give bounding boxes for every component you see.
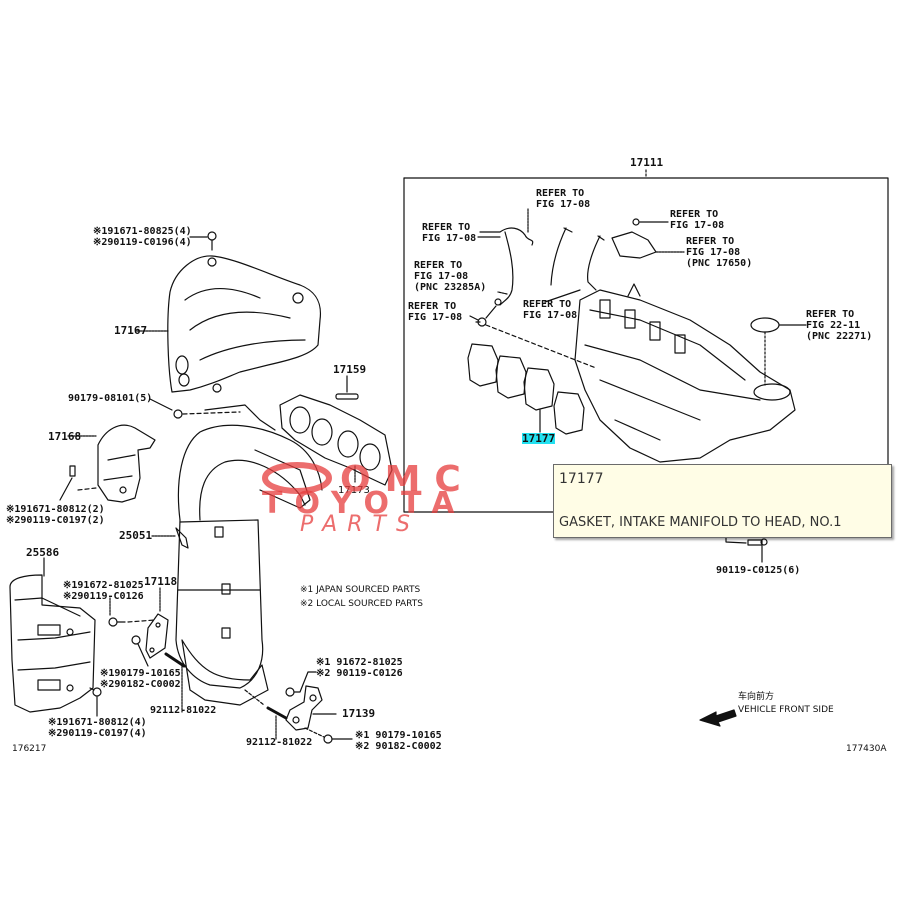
refer-label-2[interactable]: REFER TO FIG 17-08 bbox=[422, 222, 477, 244]
toyota-logo-icon bbox=[262, 462, 332, 494]
bolt-17118-icon bbox=[108, 597, 156, 627]
nut-17139-icon bbox=[304, 727, 353, 744]
bolt-label-17118[interactable]: ※191672-81025 ※290119-C0126 bbox=[63, 580, 144, 602]
stud-92112-a bbox=[164, 652, 186, 713]
vehicle-front-arrow-icon bbox=[699, 709, 737, 727]
bracket-17118 bbox=[145, 587, 169, 659]
direction-label-en: VEHICLE FRONT SIDE bbox=[738, 705, 834, 715]
part-label-17167[interactable]: 17167 bbox=[114, 324, 148, 337]
refer-label-7[interactable]: REFER TO FIG 17-08 (PNC 17650) bbox=[686, 236, 753, 269]
part-label-17173[interactable]: 17173 bbox=[338, 485, 370, 496]
stud-17159 bbox=[335, 375, 359, 400]
legend-local: ※2 LOCAL SOURCED PARTS bbox=[300, 599, 423, 609]
refer-label-4[interactable]: REFER TO FIG 17-08 bbox=[408, 301, 463, 323]
part-label-17159[interactable]: 17159 bbox=[333, 363, 367, 376]
refer-label-6[interactable]: REFER TO FIG 17-08 bbox=[670, 209, 725, 231]
watermark-line2: TOYOTA bbox=[262, 486, 467, 521]
legend-japan: ※1 JAPAN SOURCED PARTS bbox=[300, 585, 421, 595]
heat-insulator-17168 bbox=[97, 424, 156, 503]
intake-gaskets-17177 bbox=[467, 343, 585, 435]
direction-label-cn: 车向前方 bbox=[738, 692, 775, 702]
part-label-17168[interactable]: 17168 bbox=[48, 430, 82, 443]
exhaust-gasket-17173 bbox=[279, 394, 393, 486]
watermark-line3: PARTS bbox=[300, 512, 420, 537]
part-label-17118[interactable]: 17118 bbox=[144, 575, 178, 588]
refer-label-3[interactable]: REFER TO FIG 17-08 (PNC 23285A) bbox=[414, 260, 487, 293]
bolt-top-icon bbox=[189, 231, 217, 251]
part-tooltip: 17177 GASKET, INTAKE MANIFOLD TO HEAD, N… bbox=[553, 464, 892, 538]
refer-label-5[interactable]: REFER TO FIG 17-08 bbox=[523, 299, 578, 321]
nut-label-17139[interactable]: ※1 90179-10165 ※2 90182-C0002 bbox=[355, 730, 442, 752]
sensor-17650 bbox=[469, 218, 685, 321]
hoses bbox=[475, 208, 605, 369]
nut-label-17118[interactable]: ※190179-10165 ※290182-C0002 bbox=[100, 668, 181, 690]
bolt-25586-icon bbox=[89, 687, 102, 717]
part-label-90119-c0125[interactable]: 90119-C0125(6) bbox=[716, 565, 801, 576]
bolt-17139-icon bbox=[285, 671, 317, 697]
refer-label-1[interactable]: REFER TO FIG 17-08 bbox=[536, 188, 591, 210]
bolt-label-top[interactable]: ※191671-80825(4) ※290119-C0196(4) bbox=[93, 226, 192, 248]
part-label-90179-08101[interactable]: 90179-08101(5) bbox=[68, 393, 153, 404]
bolt-17168-icon bbox=[59, 465, 97, 501]
tooltip-description: GASKET, INTAKE MANIFOLD TO HEAD, NO.1 bbox=[559, 515, 842, 530]
nut-icon bbox=[173, 409, 183, 419]
stud-92112-b bbox=[244, 689, 288, 741]
watermark-line1: OMC bbox=[340, 459, 475, 500]
part-label-25586[interactable]: 25586 bbox=[26, 546, 60, 559]
bolt-label-17139[interactable]: ※1 91672-81025 ※2 90119-C0126 bbox=[316, 657, 403, 679]
intake-manifold-box bbox=[403, 169, 889, 513]
part-label-17177-highlighted[interactable]: 17177 bbox=[522, 432, 556, 445]
refer-label-8[interactable]: REFER TO FIG 22-11 (PNC 22271) bbox=[806, 309, 873, 342]
tooltip-part-number: 17177 bbox=[559, 471, 604, 487]
figure-code-right: 177430A bbox=[846, 744, 887, 754]
exhaust-manifold-25051 bbox=[175, 404, 323, 706]
part-label-17139[interactable]: 17139 bbox=[342, 707, 376, 720]
bolt-90119-c0125-icon bbox=[725, 535, 768, 563]
bracket-17139 bbox=[285, 685, 337, 731]
bolt-label-17168[interactable]: ※191671-80812(2) ※290119-C0197(2) bbox=[6, 504, 105, 526]
nut-17118-icon bbox=[131, 635, 149, 667]
bolt-label-25586[interactable]: ※191671-80812(4) ※290119-C0197(4) bbox=[48, 717, 147, 739]
heat-insulator-25586 bbox=[9, 557, 96, 713]
part-label-17111[interactable]: 17111 bbox=[630, 156, 664, 169]
part-label-92112-b[interactable]: 92112-81022 bbox=[246, 737, 313, 748]
figure-code-left: 176217 bbox=[12, 744, 47, 754]
heat-insulator-17167 bbox=[167, 255, 322, 393]
part-label-92112-a[interactable]: 92112-81022 bbox=[150, 705, 217, 716]
throttle-gasket-22271 bbox=[750, 317, 807, 386]
intake-manifold bbox=[574, 283, 796, 463]
part-label-25051[interactable]: 25051 bbox=[119, 529, 153, 542]
